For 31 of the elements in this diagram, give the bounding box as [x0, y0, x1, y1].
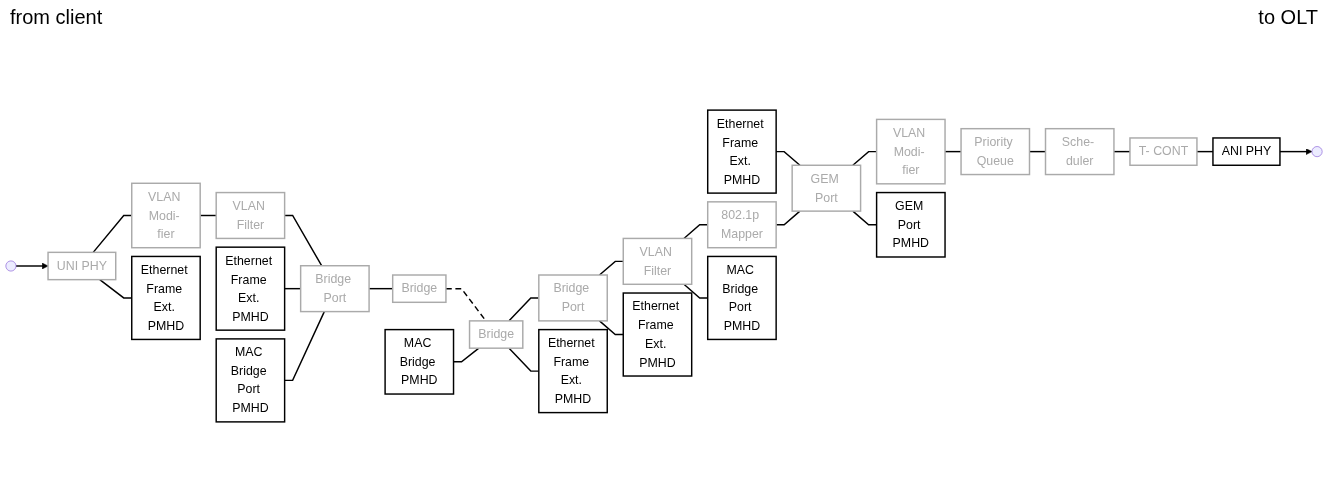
node-box: GEM Port PMHD: [875, 191, 946, 258]
node-box: VLAN Modi- fier: [131, 182, 201, 249]
node-box: MAC Bridge PMHD: [384, 328, 455, 395]
connector: [598, 260, 624, 276]
node-box: MAC Bridge Port PMHD: [707, 255, 777, 341]
node-box: Bridge Port: [299, 265, 370, 313]
flow-label: to OLT: [1258, 6, 1318, 29]
arrow: [15, 262, 49, 270]
node-box: ANI PHY: [1212, 137, 1281, 166]
node-box: VLAN Filter: [215, 191, 286, 240]
node-box: GEM Port: [791, 164, 862, 212]
connector: [445, 287, 487, 322]
node-box: Ethernet Frame Ext. PMHD: [131, 255, 201, 341]
node-box: Ethernet Frame Ext. PMHD: [215, 246, 286, 331]
node-box: Priority Queue: [960, 127, 1031, 176]
flow-label: from client: [10, 6, 103, 29]
node-box: 802.1p Mapper: [707, 201, 777, 249]
node-box: Ethernet Frame Ext. PMHD: [622, 292, 693, 377]
node-box: MAC Bridge Port PMHD: [215, 338, 286, 423]
node-box: Bridge: [391, 274, 447, 304]
node-box: Ethernet Frame Ext. PMHD: [538, 328, 608, 414]
node-box: VLAN Modi- fier: [875, 118, 946, 185]
node-box: T- CONT: [1129, 137, 1198, 166]
node-box: Bridge: [468, 320, 524, 349]
node-box: UNI PHY: [47, 251, 117, 281]
connector: [598, 320, 624, 336]
node-box: VLAN Filter: [622, 237, 693, 286]
node-box: Bridge Port: [538, 274, 608, 322]
node-box: Sche- duler: [1044, 127, 1115, 176]
arrow: [1279, 148, 1313, 155]
node-box: Ethernet Frame Ext. PMHD: [707, 109, 777, 194]
